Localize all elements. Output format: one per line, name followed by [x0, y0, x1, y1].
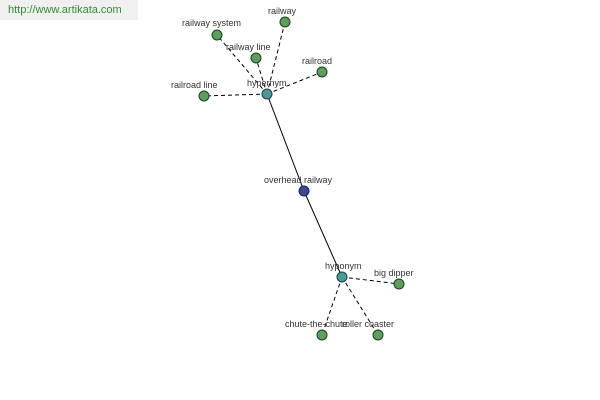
edge-hypernym-railway-system — [216, 34, 268, 95]
node-term-railway-line[interactable] — [250, 52, 262, 64]
edge-hyponym-roller-coaster — [341, 276, 379, 336]
node-term-railroad[interactable] — [316, 66, 328, 78]
label-term-railway-system: railway system — [182, 18, 241, 28]
watermark-url[interactable]: http://www.artikata.com — [8, 4, 122, 16]
node-term-big-dipper[interactable] — [393, 278, 405, 290]
label-root: overhead railway — [264, 175, 333, 185]
node-term-roller-coaster[interactable] — [372, 329, 384, 341]
label-term-railroad-line: railroad line — [171, 80, 218, 90]
edge-hypernym-railroad-line — [203, 93, 268, 97]
edge-hypernym-railway — [266, 21, 286, 95]
node-term-railway-system[interactable] — [211, 29, 223, 41]
label-term-railway-line: railway line — [226, 42, 271, 52]
label-relation-hyponym: hyponym — [325, 261, 362, 271]
label-term-railroad: railroad — [302, 56, 332, 66]
node-root[interactable] — [298, 185, 310, 197]
edge-hypernym-railway-line — [255, 57, 268, 95]
label-term-chute-the-chute: chute-the-chute — [285, 319, 348, 329]
label-relation-hypernym: hypernym — [247, 78, 287, 88]
edge-hyponym-chute-the-chute — [321, 276, 343, 336]
label-term-big-dipper: big dipper — [374, 268, 414, 278]
node-term-chute-the-chute[interactable] — [316, 329, 328, 341]
edge-root-hypernym — [266, 93, 305, 192]
node-relation-hypernym[interactable] — [261, 88, 273, 100]
label-term-railway: railway — [268, 6, 297, 16]
edge-hyponym-big-dipper — [341, 276, 400, 285]
watermark-banner: http://www.artikata.com — [0, 0, 138, 20]
label-term-roller-coaster: roller coaster — [342, 319, 394, 329]
node-relation-hyponym[interactable] — [336, 271, 348, 283]
node-term-railroad-line[interactable] — [198, 90, 210, 102]
edge-root-hyponym — [303, 190, 343, 278]
edge-hypernym-railroad — [266, 71, 323, 95]
node-term-railway[interactable] — [279, 16, 291, 28]
